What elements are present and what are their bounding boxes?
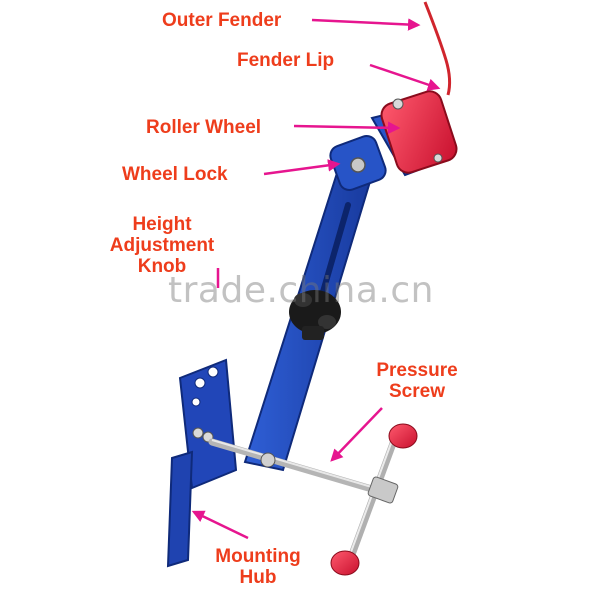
watermark-text: trade.china.cn — [168, 270, 434, 311]
mounting-nut-a — [192, 427, 204, 439]
height-adjustment-knob — [289, 290, 341, 340]
label-height-adjustment: Height Adjustment Knob — [96, 214, 228, 277]
wheel-lock-bolt — [350, 157, 366, 173]
mounting-hole-2 — [207, 366, 219, 378]
label-height-line-1: Height — [132, 214, 192, 235]
label-pressure-line-1: Pressure — [376, 360, 458, 381]
label-roller-wheel: Roller Wheel — [146, 117, 262, 138]
mounting-hole-3 — [191, 397, 201, 407]
roller-wheel — [380, 90, 458, 174]
mounting-hub — [166, 450, 194, 568]
pressure-screw-block — [367, 476, 399, 504]
arrow-fender-lip — [369, 63, 441, 91]
label-outer-fender: Outer Fender — [162, 10, 282, 31]
arrow-roller-wheel — [293, 121, 401, 135]
label-wheel-lock: Wheel Lock — [122, 164, 228, 185]
label-fender-lip: Fender Lip — [237, 50, 335, 71]
mounting-plate — [178, 358, 238, 490]
label-pressure-line-2: Screw — [389, 381, 445, 402]
label-height-line-3: Knob — [137, 256, 187, 277]
arrow-outer-fender — [311, 18, 421, 31]
roller-bottom-nut — [433, 153, 443, 163]
pressure-rod — [208, 438, 386, 496]
label-mounting-hub: Mounting Hub — [200, 546, 316, 588]
label-pressure-screw: Pressure Screw — [362, 360, 472, 402]
pressure-screw-shaft — [346, 436, 399, 562]
label-mounting-line-2: Hub — [239, 567, 277, 588]
arrow-mounting-hub — [191, 510, 249, 540]
rod-clamp-nut — [260, 452, 276, 468]
pressure-screw-knob-bottom — [330, 550, 360, 576]
label-mounting-line-1: Mounting — [215, 546, 301, 567]
label-height-line-2: Adjustment — [109, 235, 215, 256]
roller-axle-nut — [392, 98, 404, 110]
pressure-screw-knob-top — [388, 423, 418, 449]
outer-fender-line — [423, 1, 452, 96]
arrow-wheel-lock — [263, 159, 341, 176]
mounting-hole-1 — [194, 377, 206, 389]
arrow-pressure-screw — [330, 407, 383, 462]
